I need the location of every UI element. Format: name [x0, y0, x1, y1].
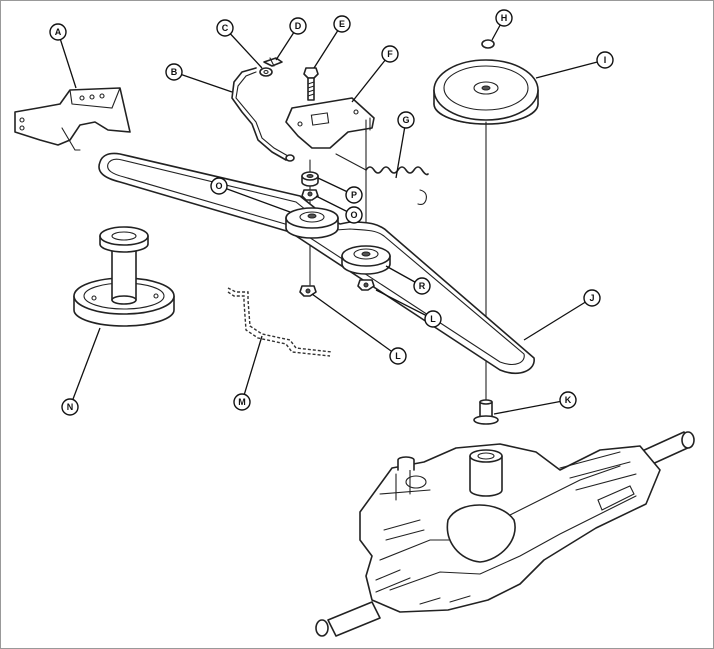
callout-c-label: C	[222, 23, 229, 33]
callout-p-label: P	[351, 190, 357, 200]
idler-pulley-part-o	[285, 207, 339, 239]
callout-c: C	[216, 19, 234, 37]
callout-i: I	[596, 51, 614, 69]
callout-n: N	[61, 398, 79, 416]
callout-n-label: N	[67, 402, 74, 412]
bolt-part-e	[303, 67, 319, 101]
callout-h-label: H	[501, 13, 508, 23]
callout-j: J	[583, 289, 601, 307]
engine-pulley-part-n	[73, 226, 175, 327]
nut-part-q	[301, 189, 319, 201]
callout-j-label: J	[589, 293, 594, 303]
callout-g-label: G	[402, 115, 409, 125]
callout-l-lower-label: L	[395, 351, 401, 361]
callout-d: D	[289, 17, 307, 35]
washer-part-c	[259, 67, 273, 77]
callout-k-label: K	[565, 395, 572, 405]
callout-m: M	[233, 393, 251, 411]
retaining-ring-part-h	[481, 39, 495, 49]
callout-l-upper: L	[424, 310, 442, 328]
nut-under-pulley-o	[299, 285, 317, 297]
callout-g: G	[397, 111, 415, 129]
callout-m-label: M	[238, 397, 246, 407]
callout-o-right-label: O	[350, 210, 357, 220]
callout-h: H	[495, 9, 513, 27]
callout-p: P	[345, 186, 363, 204]
callout-r-label: R	[419, 281, 426, 291]
callout-o-left-label: O	[215, 181, 222, 191]
callout-k: K	[559, 391, 577, 409]
callout-l-upper-label: L	[430, 314, 436, 324]
idler-plate-part-f	[285, 97, 375, 149]
drive-belt-part-j	[98, 152, 535, 374]
callout-r: R	[413, 277, 431, 295]
callout-e: E	[333, 15, 351, 33]
callout-o-left: O	[210, 177, 228, 195]
belt-guide-part-m	[227, 287, 333, 357]
nut-under-pulley-r	[357, 279, 375, 291]
callout-f-label: F	[387, 49, 393, 59]
bracket-part-a	[14, 87, 131, 151]
v-idler-pulley-part-r	[341, 245, 391, 275]
rod-part-b	[231, 67, 295, 162]
callout-b: B	[165, 63, 183, 81]
pulley-part-i	[433, 59, 539, 125]
pin-part-k	[473, 399, 499, 425]
callout-b-label: B	[171, 67, 178, 77]
callout-l-lower: L	[389, 347, 407, 365]
callout-f: F	[381, 45, 399, 63]
callout-i-label: I	[604, 55, 607, 65]
callout-d-label: D	[295, 21, 302, 31]
spring-clip-part-d	[263, 57, 283, 67]
spacer-part-p	[301, 171, 319, 187]
callout-o-right: O	[345, 206, 363, 224]
transaxle-housing	[315, 431, 695, 637]
callout-a-label: A	[55, 27, 62, 37]
callout-e-label: E	[339, 19, 345, 29]
callout-a: A	[49, 23, 67, 41]
